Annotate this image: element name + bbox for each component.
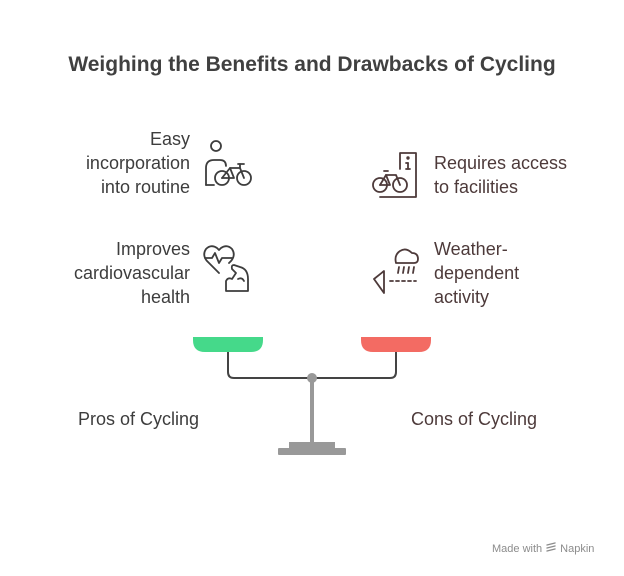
made-with-text: Made with — [492, 542, 543, 555]
napkin-brand-text: Napkin — [560, 542, 595, 555]
heart-arm-icon — [202, 243, 254, 295]
con-item-weather-line-2: dependent — [434, 263, 520, 283]
napkin-logo-icon — [546, 542, 556, 555]
made-with-napkin[interactable]: Made with Napkin — [492, 542, 594, 555]
pro-item-cardio-line-3: health — [140, 287, 190, 307]
pivot — [307, 373, 317, 383]
pros-label: Pros of Cycling — [78, 409, 200, 429]
scale-base — [278, 448, 346, 455]
pro-item-cardio-line-2: cardiovascular — [73, 263, 190, 283]
cons-label: Cons of Cycling — [411, 409, 538, 429]
con-item-facilities-line-1: Requires access — [434, 153, 568, 173]
con-item-weather-line-1: Weather- — [434, 239, 508, 259]
page-title: Weighing the Benefits and Drawbacks of C… — [68, 53, 556, 76]
cons-pan — [361, 337, 431, 352]
scale-base-top — [289, 442, 335, 448]
pro-item-routine-line-2: incorporation — [85, 153, 190, 173]
pro-item-routine-line-1: Easy — [149, 129, 190, 149]
con-item-weather-line-3: activity — [434, 287, 490, 307]
con-item-facilities: Requires access to facilities — [434, 151, 567, 199]
pro-item-routine: Easy incorporation into routine — [86, 127, 190, 199]
bicycle-info-icon — [370, 149, 422, 201]
rain-cloud-icon — [370, 243, 422, 295]
pros-pan — [193, 337, 263, 352]
pro-item-cardio: Improves cardiovascular health — [74, 237, 190, 309]
person-bicycle-icon — [202, 138, 254, 190]
con-item-weather: Weather- dependent activity — [434, 237, 519, 309]
pro-item-routine-line-3: into routine — [100, 177, 190, 197]
pro-item-cardio-line-1: Improves — [115, 239, 190, 259]
con-item-facilities-line-2: to facilities — [434, 177, 519, 197]
